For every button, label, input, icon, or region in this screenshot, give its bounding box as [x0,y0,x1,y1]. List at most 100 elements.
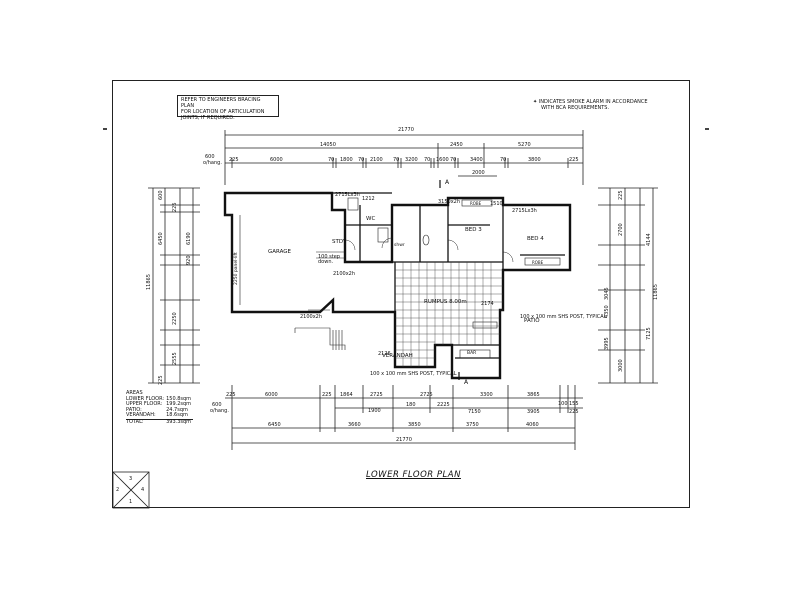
dim-ticks-top-row3 [231,158,569,168]
dim-bot-r1b-0: 1900 [368,408,381,414]
dim-top-r3-0: 225 [229,157,239,163]
dim-ticks-right [598,187,658,384]
room-bed3: BED 3 [465,227,482,233]
section-marker-top: A [445,179,450,186]
toilet-fixture [347,197,359,211]
dim-bot-r1-4: 2725 [370,392,383,398]
dim-internal-0b: 2715Lx3h [335,192,360,198]
dim-internal-robe: 2715Lx3h [512,208,537,214]
areas-row-value: 150.8sqm [166,395,192,402]
dim-right-2: 4144 [646,233,652,246]
basin-fixture [422,234,430,246]
dim-top-row2-b: 2450 [450,142,463,148]
key-plan-3: 3 [129,476,132,482]
dim-top-overhang-label: o/hang. [203,160,222,166]
robe-bed3 [461,199,493,207]
room-garage: GARAGE [268,249,292,255]
door-swings [344,237,514,263]
areas-row: PATIO: 24.7sqm [126,406,193,414]
dim-left-5: 2555 [172,352,178,365]
internal-walls [331,192,565,359]
areas-total-row: TOTAL: 393.3sqm [126,418,194,426]
drawing-title: LOWER FLOOR PLAN [366,470,461,480]
bar-bench [459,349,491,359]
dim-bot-overhang: 600 [212,402,222,408]
dim-bot-r1-9: 155 [569,401,579,407]
dim-left-0: 600 [158,190,164,200]
dim-bot-r1b-2: 2225 [437,402,450,408]
fixtures [347,197,561,359]
exterior-stairs [294,327,346,350]
key-plan-2: 2 [116,487,119,493]
dim-ticks-bottom [319,385,569,432]
areas-total-label: TOTAL: [126,418,167,426]
dim-left-total: 11865 [146,274,152,290]
dim-internal-13: 1510 [490,201,503,207]
areas-row: VERANDAH: 18.6sqm [126,413,193,419]
dim-top-overhang: 600 [205,154,215,160]
key-plan-labels: 3 2 4 1 [116,476,144,505]
dim-bot-r1-225: 225 [226,392,236,398]
dim-left-7: 225 [158,375,164,385]
dim-top-r3-2: 70 [328,157,334,163]
shower-fixture [377,227,389,243]
drawing-sheet-border [112,80,690,508]
garage-panel-lift: 2250 panel-lift [233,252,239,285]
room-rumpus: RUMPUS 8.00m [424,299,467,305]
dim-bot-r2-2: 3850 [408,422,421,428]
room-verandah: VERANDAH [382,353,413,359]
smoke-legend-line-2: WITH BCA REQUIREMENTS. [541,105,610,111]
dim-top-r3-14: 225 [569,157,579,163]
room-bar: BAR [467,350,476,356]
dim-top-r3-8: 70 [424,157,430,163]
dim-ticks-left [148,187,200,384]
areas-row-label: LOWER FLOOR: [126,395,165,402]
areas-row-value: 18.6sqm [166,412,188,419]
dim-internal-3: 2100x2h [333,271,355,277]
dim-top-r3-13: 3800 [528,157,541,163]
dim-bot-r1b-3: 7150 [468,409,481,415]
outer-wall [223,191,572,380]
room-labels: GARAGE STDY WC shwr BED 3 BED 4 RUMPUS 8… [268,201,544,359]
bar-counter [472,321,498,329]
room-robe-bed4: ROBE [532,260,544,265]
dim-internal-2: 3150x2h [438,199,460,205]
dim-top-r3-1: 6000 [270,157,283,163]
room-patio: PATIO [524,318,540,324]
dim-bot-r1b-1: 180 [406,402,416,408]
dim-top-r3-5: 2100 [370,157,383,163]
smoke-alarm-legend: ✦ INDICATES SMOKE ALARM IN ACCORDANCE WI… [533,99,683,111]
step-down-2: down. [318,259,333,265]
areas-row: UPPER FLOOR: 199.2sqm [126,402,193,408]
dim-top-r3-7: 3200 [405,157,418,163]
left-dims: 11865 600 225 6450 6190 2250 2555 920 22… [146,190,192,385]
key-plan-1: 1 [129,499,132,505]
room-shwr: shwr [394,242,405,248]
step-down-1: 100 step [318,254,340,260]
dim-top-total: 21770 [398,127,414,133]
bracing-note-line-3: JOINTS, IF REQUIRED. [181,115,235,121]
dim-left-1: 225 [172,202,178,212]
smoke-alarm-icon: ✦ [533,99,538,105]
dim-bot-r1-2: 225 [322,392,332,398]
bracing-note-line-1: REFER TO ENGINEERS BRACING PLAN [181,97,261,109]
room-robe-bed3: ROBE [470,201,482,206]
dim-bot-total: 21770 [396,437,412,443]
margin-mark [705,128,709,130]
bracing-note: REFER TO ENGINEERS BRACING PLAN FOR LOCA… [177,95,279,121]
areas-row-label: UPPER FLOOR: [126,401,163,408]
areas-heading: AREAS [126,390,143,396]
dim-left-3: 6190 [186,232,192,245]
dim-right-3: 4350 [604,305,610,318]
dim-top-r3-12: 70 [500,157,506,163]
dim-bot-r1-6: 3300 [480,392,493,398]
dim-internal-7: 2174 [481,301,494,307]
robe-bed4 [524,257,561,266]
dim-top-row2-a: 14050 [320,142,336,148]
areas-schedule: AREAS LOWER FLOOR: 150.8sqm UPPER FLOOR:… [126,390,194,426]
areas-row-label: PATIO: [126,406,142,413]
dim-bot-r1-3: 1864 [340,392,353,398]
dim-internal-post0: 100 x 100 mm SHS POST, TYPICAL [370,371,457,377]
bracing-note-line-2: FOR LOCATION OF ARTICULATION [181,109,265,115]
